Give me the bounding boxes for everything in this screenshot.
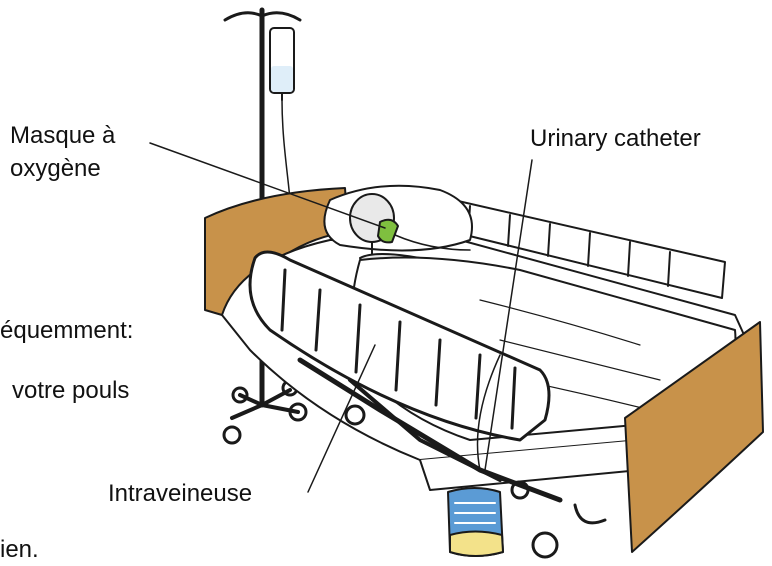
oxygen-mask-label-line-1: Masque à — [10, 122, 115, 150]
oxygen-mask-label-line-2: oxygène — [10, 155, 101, 183]
urine-bag — [448, 488, 503, 556]
background-text-fragment-1: équemment: — [0, 317, 133, 345]
urinary-catheter-label: Urinary catheter — [530, 125, 701, 153]
background-text-fragment-3: ien. — [0, 536, 39, 564]
pillow — [324, 186, 472, 251]
background-text-fragment-2: votre pouls — [12, 377, 129, 405]
iv-label: Intraveineuse — [108, 480, 252, 508]
